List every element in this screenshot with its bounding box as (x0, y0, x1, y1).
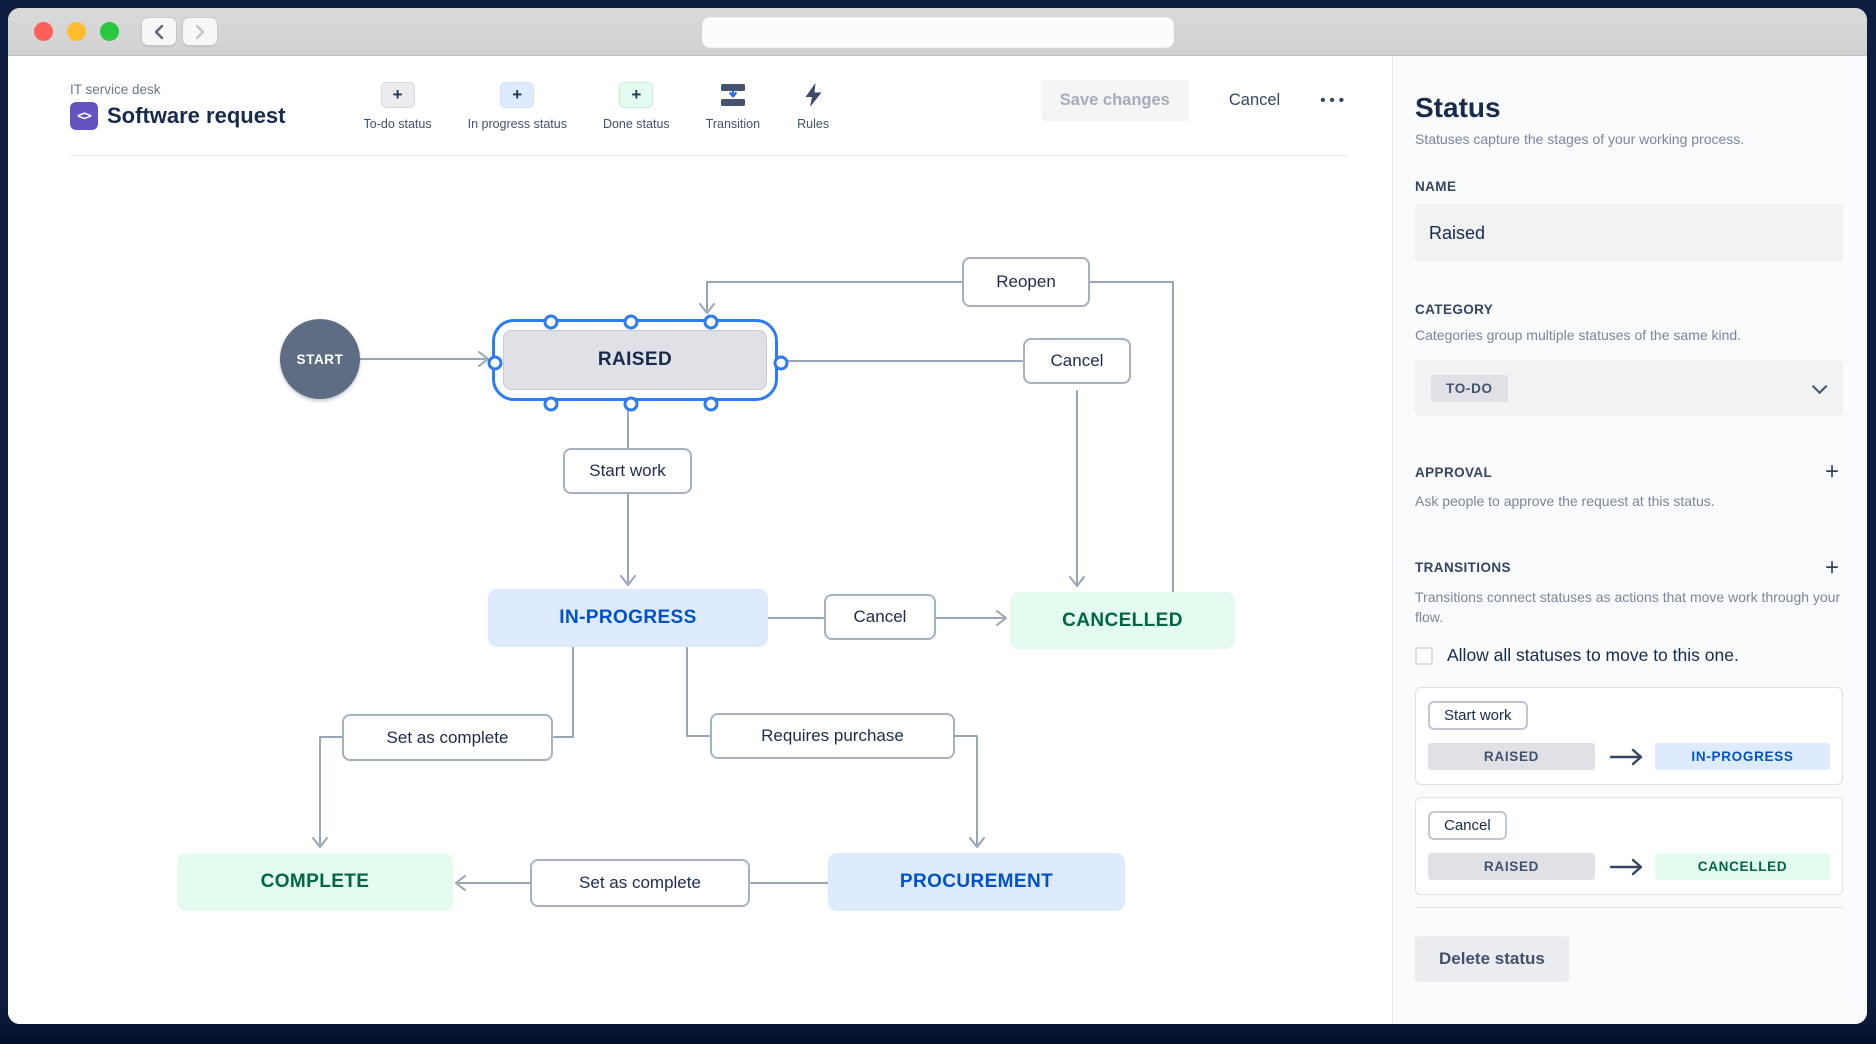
transition-name-button[interactable]: Cancel (1428, 811, 1507, 841)
name-section-label: NAME (1415, 179, 1457, 194)
resize-handle[interactable] (773, 355, 789, 371)
resize-handle[interactable] (487, 355, 503, 371)
transition-card-cancel[interactable]: Cancel RAISED CANCELLED (1415, 797, 1843, 896)
panel-title: Status (1415, 92, 1501, 123)
toolbar-label: In progress status (467, 116, 567, 131)
chevron-right-icon (195, 24, 205, 39)
approval-description: Ask people to approve the request at thi… (1415, 493, 1715, 510)
category-section-label: CATEGORY (1415, 302, 1494, 317)
address-bar[interactable] (701, 17, 1174, 48)
window-titlebar (8, 8, 1867, 56)
resize-handle[interactable] (543, 396, 559, 412)
close-icon[interactable] (34, 22, 53, 41)
project-block: IT service desk <> Software request (70, 82, 286, 130)
workflow-edges (312, 281, 1174, 891)
transition-label-cancel[interactable]: Cancel (824, 594, 936, 640)
status-node-procurement[interactable]: PROCUREMENT (828, 853, 1125, 911)
status-node-cancelled[interactable]: CANCELLED (1010, 592, 1235, 649)
cancel-button[interactable]: Cancel (1228, 90, 1281, 109)
resize-handle[interactable] (623, 396, 639, 412)
back-button[interactable] (141, 17, 177, 46)
allow-all-checkbox[interactable] (1415, 646, 1433, 665)
resize-handle[interactable] (703, 396, 719, 412)
workflow-type-icon: <> (70, 102, 98, 130)
transition-label-reopen[interactable]: Reopen (962, 257, 1090, 307)
chevron-down-icon (1811, 378, 1828, 394)
transition-icon (716, 82, 750, 108)
add-approval-icon[interactable]: + (1824, 458, 1839, 486)
add-transition-icon[interactable]: + (1824, 553, 1839, 581)
plus-icon: + (500, 81, 535, 108)
transition-label-requires-purchase[interactable]: Requires purchase (710, 713, 955, 759)
workflow-title: Software request (107, 103, 286, 128)
toolbar-label: Done status (602, 116, 670, 131)
toolbar-label: To-do status (363, 116, 432, 131)
toolbar-label: Transition (705, 116, 761, 131)
status-name-input[interactable]: Raised (1415, 204, 1843, 262)
transition-label-cancel[interactable]: Cancel (1023, 338, 1131, 384)
plus-icon: + (380, 81, 415, 108)
traffic-lights (34, 22, 119, 41)
status-node-in-progress[interactable]: IN-PROGRESS (488, 589, 768, 647)
category-select[interactable]: TO-DO (1415, 360, 1843, 417)
forward-button[interactable] (182, 17, 218, 46)
add-done-status-button[interactable]: + Done status (602, 81, 670, 131)
add-inprogress-status-button[interactable]: + In progress status (467, 81, 567, 131)
resize-handle[interactable] (543, 314, 559, 330)
lightning-icon (796, 82, 830, 108)
arrow-right-icon (1609, 856, 1645, 878)
transition-label-set-as-complete[interactable]: Set as complete (530, 859, 750, 907)
transition-card-start-work[interactable]: Start work RAISED IN-PROGRESS (1415, 687, 1843, 786)
resize-handle[interactable] (623, 314, 639, 330)
project-name: IT service desk (70, 82, 161, 97)
delete-status-button[interactable]: Delete status (1415, 936, 1569, 983)
zoom-icon[interactable] (100, 22, 119, 41)
editor-toolbar: + To-do status + In progress status + Do… (363, 81, 831, 131)
toolbar-label: Rules (797, 116, 830, 131)
chevron-left-icon (154, 24, 164, 39)
transitions-description: Transitions connect statuses as actions … (1415, 588, 1841, 625)
add-transition-button[interactable]: Transition (706, 82, 760, 131)
workflow-editor-header: IT service desk <> Software request + To… (8, 56, 1392, 156)
category-description: Categories group multiple statuses of th… (1415, 327, 1742, 343)
more-menu-icon[interactable]: ••• (1320, 91, 1348, 109)
allow-all-label: Allow all statuses to move to this one. (1447, 645, 1739, 666)
status-node-raised-selected[interactable]: RAISED (487, 314, 789, 412)
transition-label-start-work[interactable]: Start work (563, 448, 692, 494)
status-node-raised[interactable]: RAISED (503, 330, 767, 390)
plus-icon: + (619, 81, 654, 108)
minimize-icon[interactable] (67, 22, 86, 41)
approval-section-label: APPROVAL (1415, 464, 1493, 480)
browser-window: IT service desk <> Software request + To… (8, 8, 1867, 1024)
add-todo-status-button[interactable]: + To-do status (363, 81, 432, 131)
from-status-badge: RAISED (1428, 743, 1596, 771)
resize-handle[interactable] (703, 314, 719, 330)
from-status-badge: RAISED (1428, 853, 1596, 881)
status-node-complete[interactable]: COMPLETE (177, 853, 453, 911)
transition-name-button[interactable]: Start work (1428, 701, 1528, 731)
start-node[interactable]: START (280, 319, 360, 399)
transitions-section-label: TRANSITIONS (1415, 560, 1511, 576)
category-value-badge: TO-DO (1431, 374, 1508, 402)
panel-subtitle: Statuses capture the stages of your work… (1415, 131, 1745, 147)
workflow-canvas[interactable]: START RAISED Reopen Cancel Start work Ca… (8, 156, 1392, 1024)
save-changes-button[interactable]: Save changes (1040, 79, 1189, 121)
status-detail-panel: Status Statuses capture the stages of yo… (1392, 56, 1867, 1024)
panel-divider (1415, 907, 1843, 909)
add-rule-button[interactable]: Rules (796, 82, 830, 131)
transition-label-set-as-complete[interactable]: Set as complete (342, 714, 553, 761)
to-status-badge: IN-PROGRESS (1655, 743, 1830, 771)
arrow-right-icon (1609, 746, 1645, 768)
to-status-badge: CANCELLED (1655, 853, 1830, 881)
